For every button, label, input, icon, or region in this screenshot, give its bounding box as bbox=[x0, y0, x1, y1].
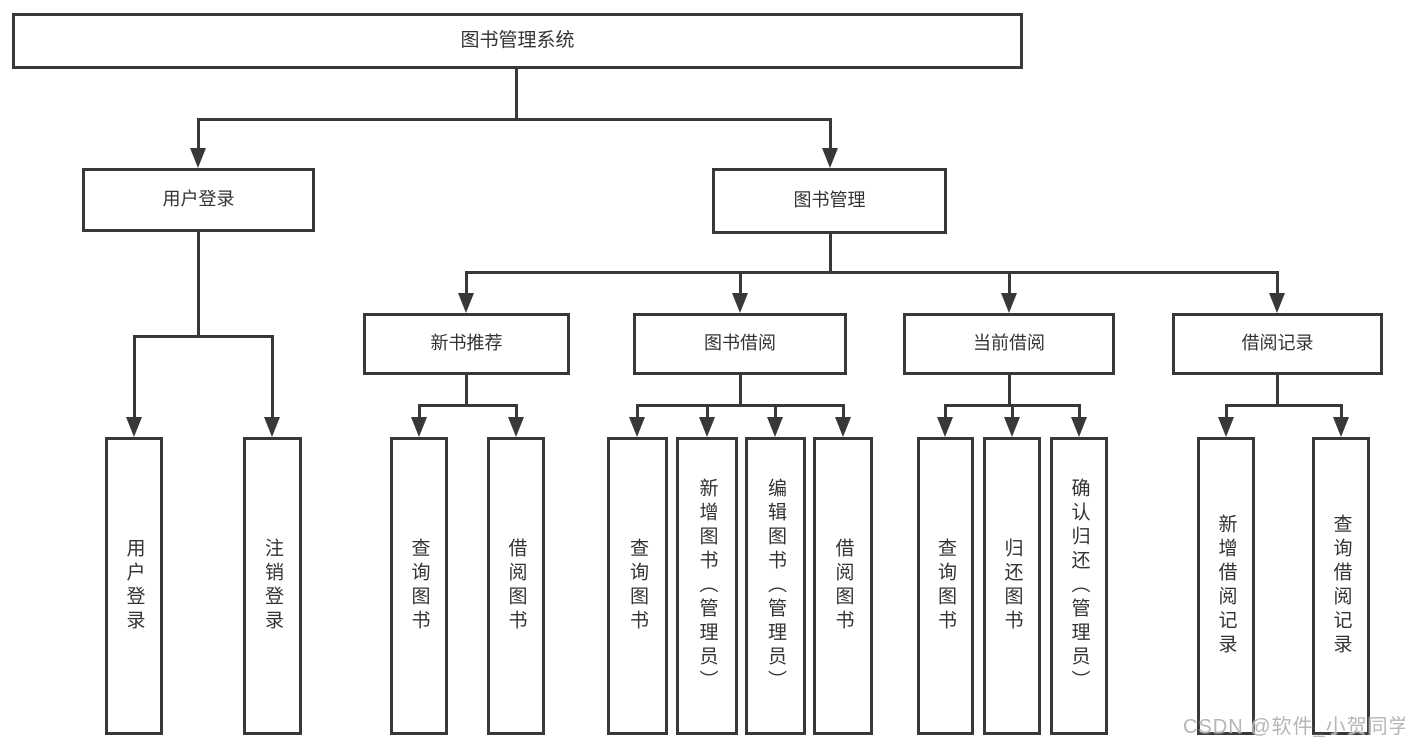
leaf-borrow-books-recommend: 借阅图书 bbox=[487, 437, 545, 735]
connector-bus bbox=[636, 404, 845, 407]
node-book-borrow: 图书借阅 bbox=[633, 313, 847, 375]
connector-stem bbox=[739, 373, 742, 407]
arrowhead-icon bbox=[767, 417, 783, 437]
arrowhead-icon bbox=[1071, 417, 1087, 437]
connector-stem bbox=[1008, 373, 1011, 407]
leaf-label: 编辑图书（管理员） bbox=[765, 478, 786, 694]
leaf-borrow-books: 借阅图书 bbox=[813, 437, 873, 735]
leaf-query-books-borrow: 查询图书 bbox=[607, 437, 668, 735]
node-root: 图书管理系统 bbox=[12, 13, 1023, 69]
node-new-book-recommend-label: 新书推荐 bbox=[430, 333, 503, 354]
node-new-book-recommend: 新书推荐 bbox=[363, 313, 570, 375]
leaf-add-borrow-record: 新增借阅记录 bbox=[1197, 437, 1255, 735]
leaf-query-books-current: 查询图书 bbox=[917, 437, 974, 735]
connector-drop bbox=[842, 404, 845, 421]
leaf-label: 查询图书 bbox=[627, 538, 648, 634]
node-borrow-records: 借阅记录 bbox=[1172, 313, 1383, 375]
leaf-add-books-admin: 新增图书（管理员） bbox=[676, 437, 738, 735]
arrowhead-icon bbox=[822, 148, 838, 168]
arrowhead-icon bbox=[699, 417, 715, 437]
node-borrow-records-label: 借阅记录 bbox=[1241, 333, 1314, 354]
arrowhead-icon bbox=[126, 417, 142, 437]
arrowhead-icon bbox=[732, 293, 748, 313]
leaf-logout: 注销登录 bbox=[243, 437, 302, 735]
leaf-edit-books-admin: 编辑图书（管理员） bbox=[745, 437, 806, 735]
connector-drop bbox=[944, 404, 947, 421]
leaf-label: 查询图书 bbox=[935, 538, 956, 634]
arrowhead-icon bbox=[1004, 417, 1020, 437]
arrowhead-icon bbox=[937, 417, 953, 437]
leaf-label: 查询借阅记录 bbox=[1330, 514, 1352, 658]
connector-book-management-stem bbox=[829, 232, 832, 274]
connector-drop bbox=[515, 404, 518, 421]
node-book-borrow-label: 图书借阅 bbox=[704, 333, 776, 354]
connector-drop bbox=[418, 404, 421, 421]
connector-book-management-bus bbox=[465, 271, 1278, 274]
node-current-borrow: 当前借阅 bbox=[903, 313, 1115, 375]
csdn-watermark: CSDN @软件_小贺同学 bbox=[1183, 716, 1405, 738]
node-book-management: 图书管理 bbox=[712, 168, 947, 234]
connector-drop bbox=[133, 335, 136, 419]
connector-drop bbox=[1011, 404, 1014, 421]
arrowhead-icon bbox=[1001, 293, 1017, 313]
connector-bus bbox=[418, 404, 518, 407]
leaf-label: 借阅图书 bbox=[832, 538, 854, 634]
connector-drop bbox=[1078, 404, 1081, 421]
connector-drop bbox=[1008, 271, 1011, 297]
arrowhead-icon bbox=[508, 417, 524, 437]
connector-stem bbox=[465, 373, 468, 407]
connector-user-login-bus bbox=[133, 335, 274, 338]
node-current-borrow-label: 当前借阅 bbox=[973, 333, 1045, 354]
node-user-login: 用户登录 bbox=[82, 168, 315, 232]
arrowhead-icon bbox=[190, 148, 206, 168]
leaf-label: 用户登录 bbox=[123, 538, 145, 634]
leaf-label: 新增图书（管理员） bbox=[696, 478, 718, 694]
arrowhead-icon bbox=[1218, 417, 1234, 437]
leaf-confirm-return-admin: 确认归还（管理员） bbox=[1050, 437, 1108, 735]
connector-drop bbox=[197, 118, 200, 152]
leaf-query-books-recommend: 查询图书 bbox=[390, 437, 448, 735]
leaf-label: 查询图书 bbox=[408, 538, 430, 634]
connector-drop bbox=[774, 404, 777, 421]
arrowhead-icon bbox=[264, 417, 280, 437]
connector-bus bbox=[1225, 404, 1343, 407]
connector-drop bbox=[465, 271, 468, 297]
connector-drop bbox=[636, 404, 639, 421]
node-user-login-label: 用户登录 bbox=[162, 189, 235, 210]
connector-drop bbox=[739, 271, 742, 297]
arrowhead-icon bbox=[1333, 417, 1349, 437]
connector-drop bbox=[271, 335, 274, 419]
leaf-label: 归还图书 bbox=[1001, 538, 1023, 634]
leaf-label: 新增借阅记录 bbox=[1215, 514, 1237, 658]
arrowhead-icon bbox=[458, 293, 474, 313]
leaf-query-borrow-record: 查询借阅记录 bbox=[1312, 437, 1370, 735]
connector-drop bbox=[1340, 404, 1343, 421]
connector-drop bbox=[1225, 404, 1228, 421]
connector-stem bbox=[1276, 373, 1279, 407]
node-root-label: 图书管理系统 bbox=[460, 29, 575, 51]
leaf-label: 确认归还（管理员） bbox=[1068, 478, 1090, 694]
leaf-label: 注销登录 bbox=[262, 538, 283, 634]
connector-drop bbox=[1276, 271, 1279, 297]
connector-drop bbox=[829, 118, 832, 152]
leaf-return-books: 归还图书 bbox=[983, 437, 1041, 735]
connector-drop bbox=[706, 404, 709, 421]
connector-root-stem bbox=[515, 69, 518, 121]
leaf-user-login: 用户登录 bbox=[105, 437, 163, 735]
arrowhead-icon bbox=[835, 417, 851, 437]
node-book-management-label: 图书管理 bbox=[793, 190, 866, 211]
connector-root-bus bbox=[197, 118, 832, 121]
arrowhead-icon bbox=[629, 417, 645, 437]
arrowhead-icon bbox=[411, 417, 427, 437]
leaf-label: 借阅图书 bbox=[505, 538, 527, 634]
connector-user-login-stem bbox=[197, 230, 200, 337]
arrowhead-icon bbox=[1269, 293, 1285, 313]
